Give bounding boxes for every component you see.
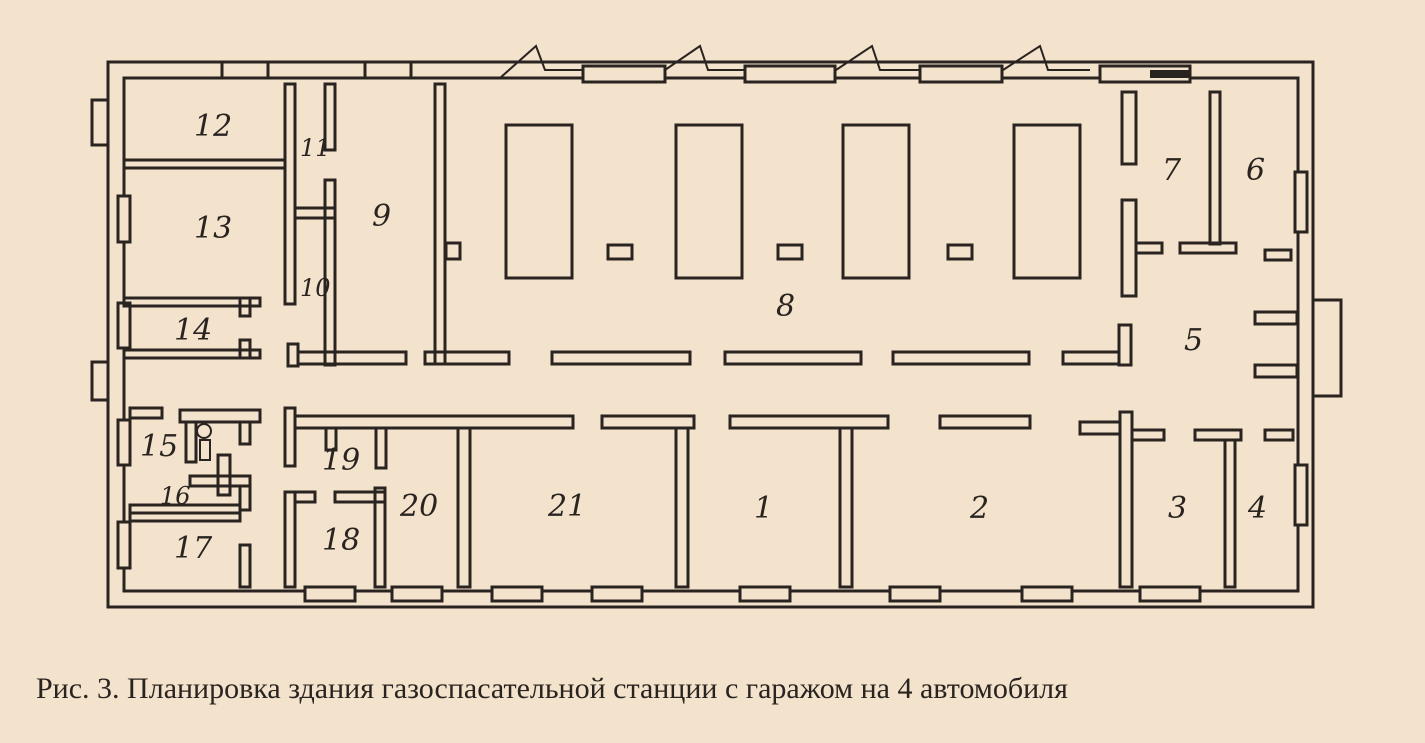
vehicle-bays <box>444 123 1082 280</box>
windows-side <box>116 170 1309 570</box>
figure-caption: Рис. 3. Планировка здания газоспасательн… <box>36 672 1068 705</box>
windows-top <box>220 60 1192 84</box>
room-label-9: 9 <box>372 199 391 234</box>
room-label-21: 21 <box>547 489 586 524</box>
windows-bottom <box>303 585 1202 603</box>
room-label-14: 14 <box>174 313 212 348</box>
room-label-13: 13 <box>194 211 232 246</box>
room-label-10: 10 <box>300 274 331 302</box>
room-label-11: 11 <box>300 134 331 162</box>
room-label-1: 1 <box>754 491 773 526</box>
room-label-18: 18 <box>322 523 360 558</box>
room-label-4: 4 <box>1247 491 1267 526</box>
room-label-15: 15 <box>140 429 178 464</box>
room-label-3: 3 <box>1168 491 1187 526</box>
room-label-5: 5 <box>1184 323 1203 358</box>
room-label-17: 17 <box>174 531 213 566</box>
interior-walls <box>122 82 1299 589</box>
room-label-12: 12 <box>194 109 232 144</box>
room-label-16: 16 <box>160 482 191 510</box>
room-label-6: 6 <box>1246 153 1265 188</box>
outer-walls <box>90 60 1343 609</box>
room-labels: 12 11 9 13 10 14 8 7 6 5 15 19 16 20 21 … <box>140 109 1267 566</box>
room-label-7: 7 <box>1162 153 1182 188</box>
room-label-2: 2 <box>969 491 989 526</box>
room-label-19: 19 <box>322 443 360 478</box>
room-label-8: 8 <box>776 289 795 324</box>
room-label-20: 20 <box>399 489 438 524</box>
floor-plan: 12 11 9 13 10 14 8 7 6 5 15 19 16 20 21 … <box>90 44 1343 609</box>
